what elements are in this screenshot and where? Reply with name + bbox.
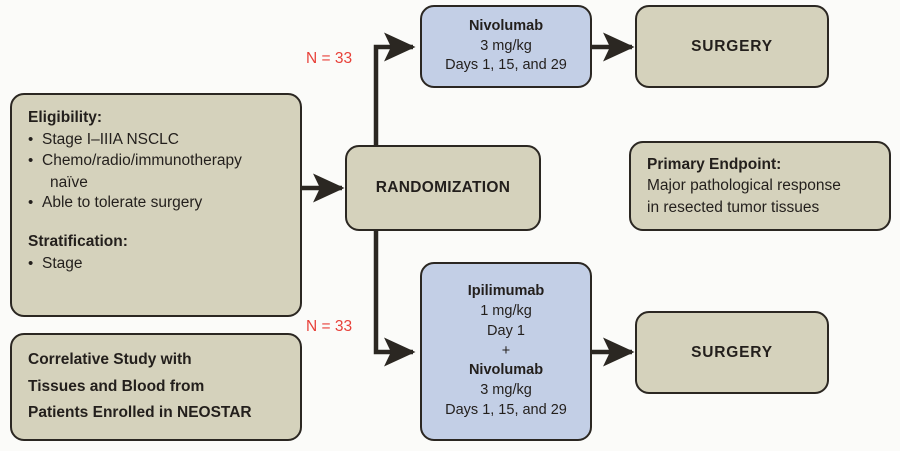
primary-endpoint-line-1: Major pathological response [647,177,841,195]
surgery-box-top: SURGERY [635,5,829,88]
correlative-line-2: Tissues and Blood from [28,377,205,395]
primary-endpoint-box: Primary Endpoint: Major pathological res… [629,141,891,231]
bullet-dot-icon: • [28,131,34,148]
arm-a-line-1: Nivolumab [468,17,544,34]
correlative-line-1: Correlative Study with [28,351,192,369]
surgery-box-bottom: SURGERY [635,311,829,394]
arm-b-enrollment-label: N = 33 [306,318,353,335]
arm-a-treatment-box: Nivolumab 3 mg/kg Days 1, 15, and 29 [420,5,592,88]
eligibility-bullet-1: • Stage I–IIIA NSCLC [28,130,284,150]
arm-b-line-1: Ipilimumab [467,283,545,300]
eligibility-bullet-3: • Able to tolerate surgery [28,193,284,213]
arm-a-enrollment-label: N = 33 [306,50,353,67]
eligibility-bullet-2-continuation: naïve [50,173,88,191]
arm-b-line-3: Day 1 [487,322,525,339]
primary-endpoint-line-2: in resected tumor tissues [647,198,820,216]
stratification-bullet-1-text: Stage [42,254,83,272]
arm-b-line-4: + [501,342,511,359]
eligibility-bullet-2: • Chemo/radio/immunotherapy [28,151,284,171]
arm-b-treatment-box: Ipilimumab 1 mg/kg Day 1 + Nivolumab 3 m… [420,262,592,441]
primary-endpoint-heading: Primary Endpoint: [647,155,782,173]
correlative-study-box: Correlative Study with Tissues and Blood… [10,333,302,441]
eligibility-bullet-1-text: Stage I–IIIA NSCLC [42,131,179,148]
surgery-label-bottom: SURGERY [691,343,773,361]
arm-b-line-7: Days 1, 15, and 29 [445,401,567,418]
arm-a-line-3: Days 1, 15, and 29 [445,57,567,74]
eligibility-bullet-2-text: Chemo/radio/immunotherapy [42,152,242,170]
stratification-bullet-1: • Stage [28,254,284,274]
bullet-dot-icon: • [28,254,34,272]
arm-b-line-6: 3 mg/kg [480,382,532,399]
surgery-label-top: SURGERY [691,37,773,55]
eligibility-heading: Eligibility: [28,109,103,126]
correlative-line-3: Patients Enrolled in NEOSTAR [28,404,252,422]
eligibility-box: Eligibility: • Stage I–IIIA NSCLC • Chem… [10,93,302,317]
arm-a-line-2: 3 mg/kg [480,37,532,54]
randomization-label: RANDOMIZATION [375,179,511,196]
arm-b-line-2: 1 mg/kg [480,303,532,320]
eligibility-bullet-3-text: Able to tolerate surgery [42,194,203,212]
bullet-dot-icon: • [28,152,34,170]
bullet-dot-icon: • [28,194,34,212]
arm-b-line-5: Nivolumab [468,362,544,379]
stratification-heading: Stratification: [28,232,128,250]
randomization-box: RANDOMIZATION [345,145,541,231]
